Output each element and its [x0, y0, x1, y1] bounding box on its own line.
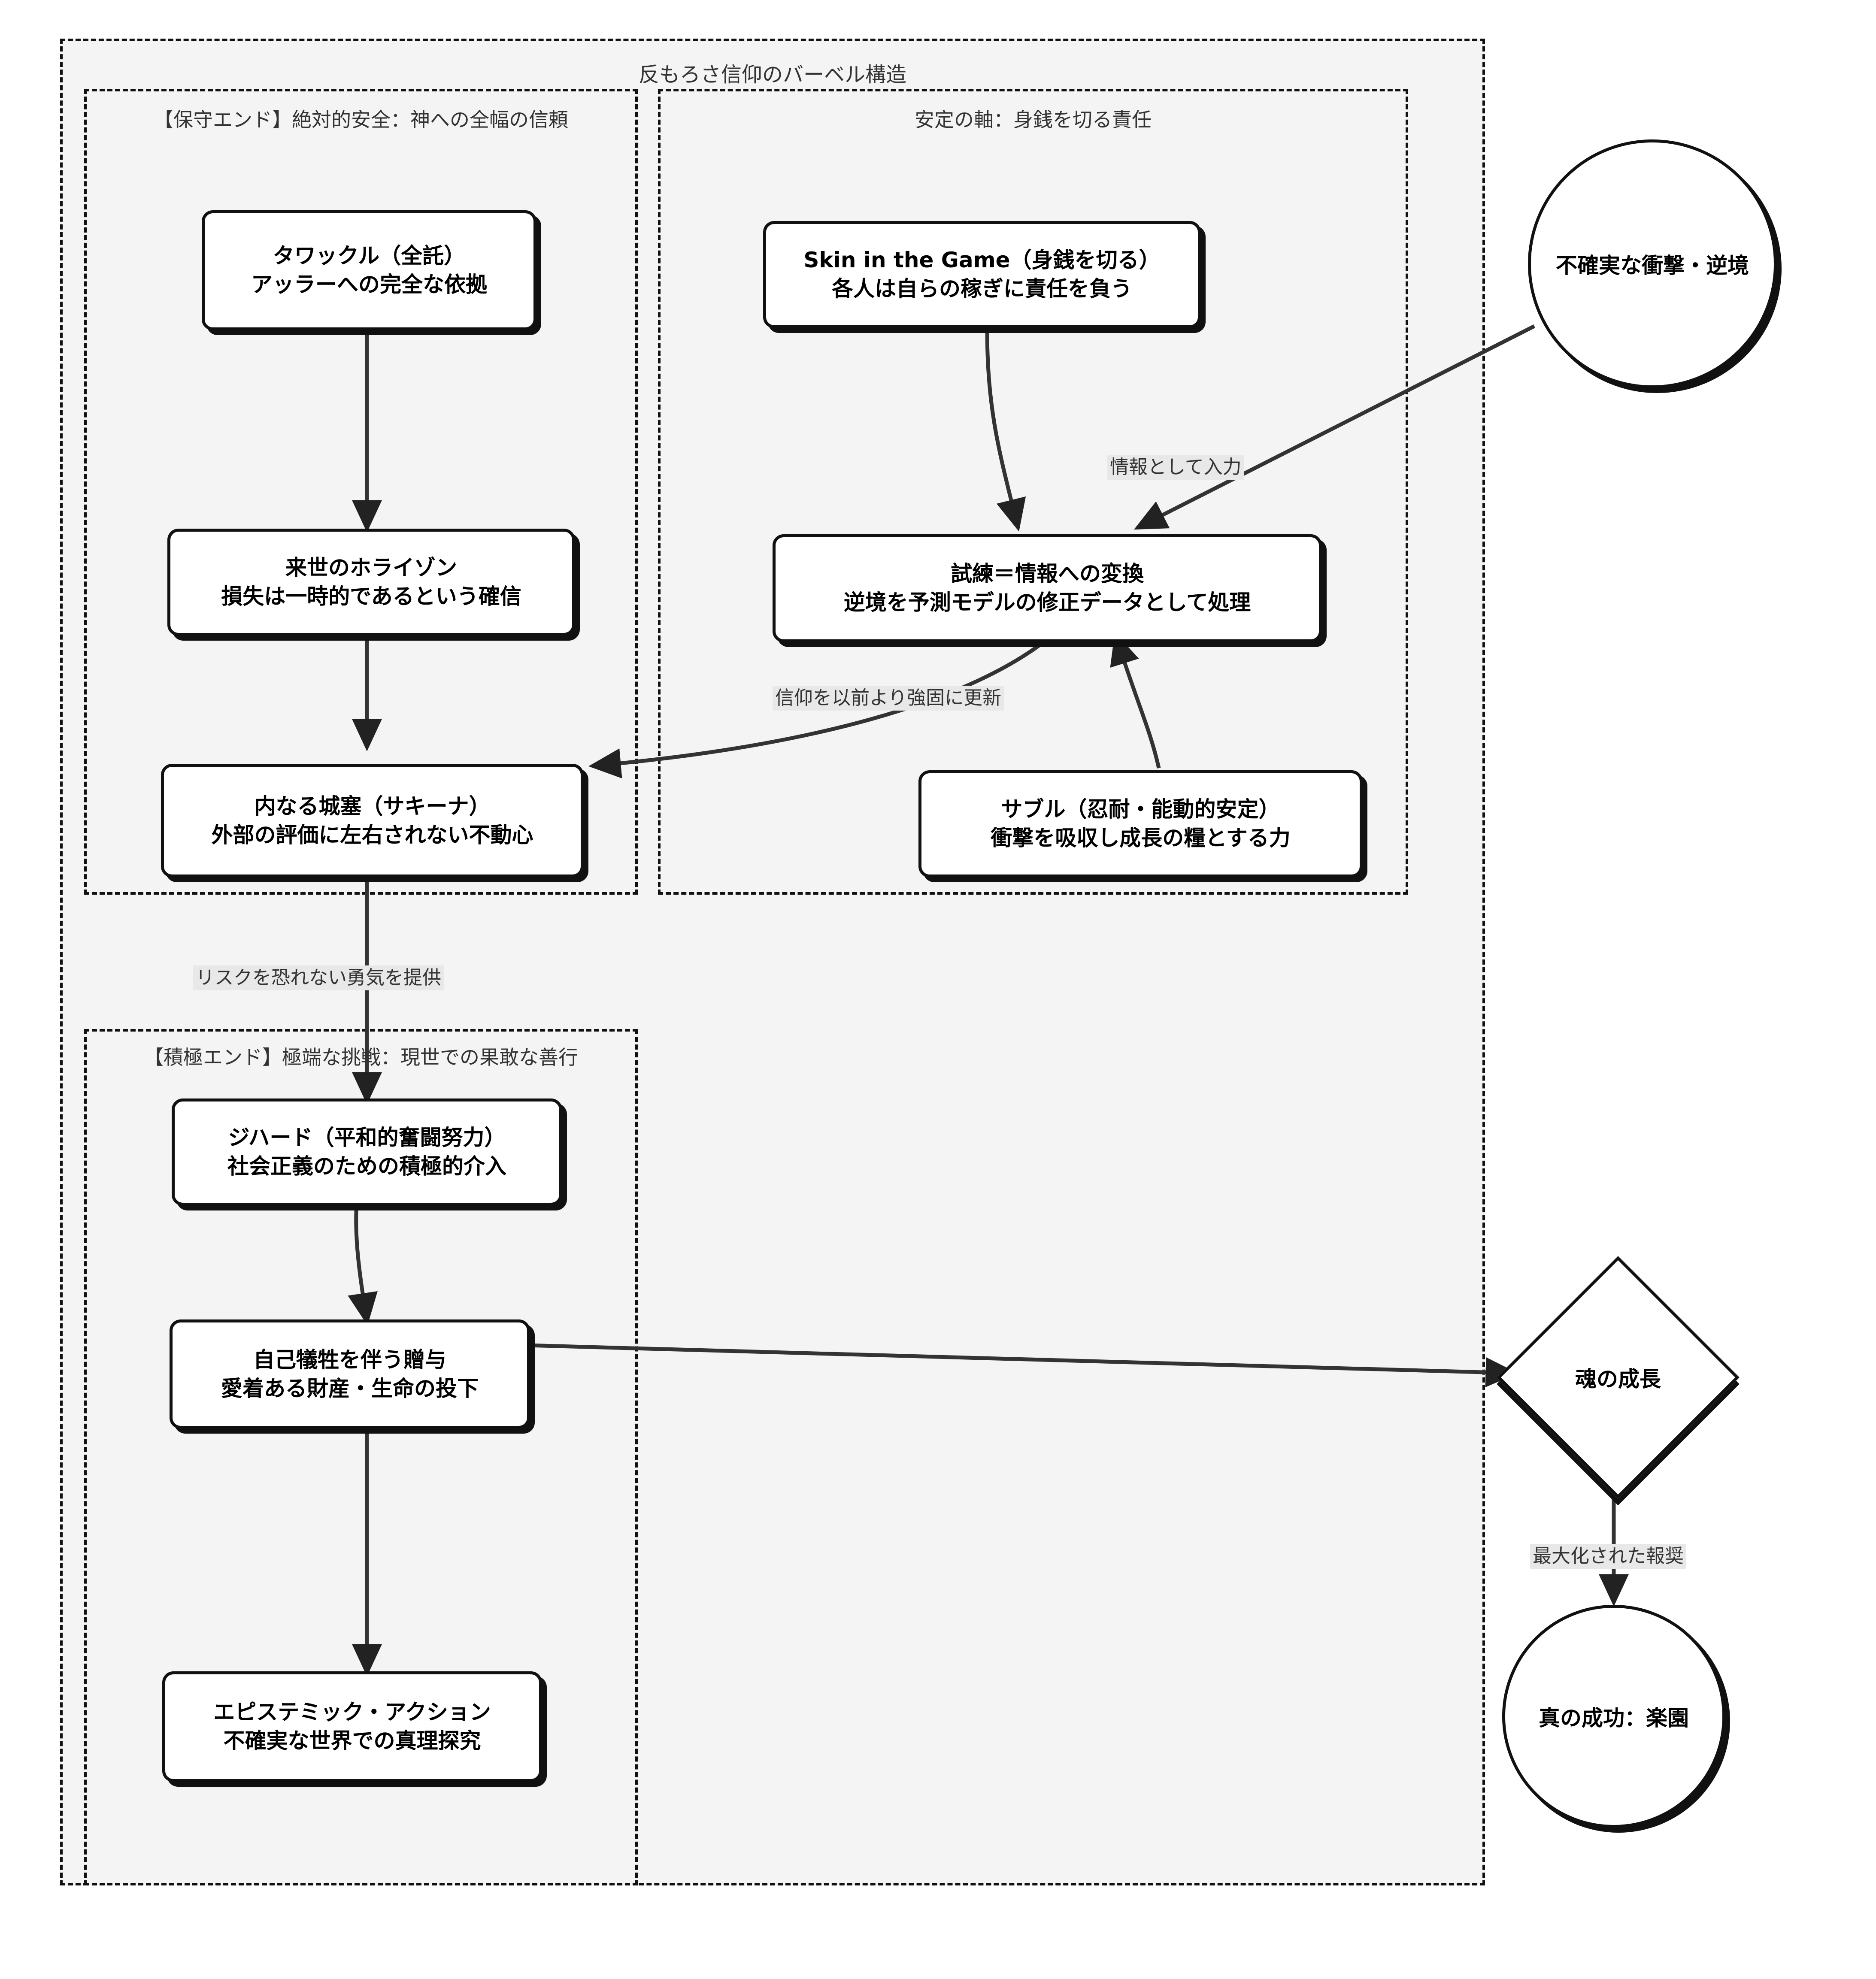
node-jihad-peaceful-striving[interactable]: ジハード（平和的奮闘努力） 社会正義のための積極的介入	[172, 1098, 562, 1206]
node-sabr-subtitle: 衝撃を吸収し成長の糧とする力	[991, 826, 1291, 850]
node-true-success-paradise[interactable]: 真の成功：楽園	[1502, 1605, 1725, 1828]
node-inner-citadel-sakina[interactable]: 内なる城塞（サキーナ） 外部の評価に左右されない不動心	[161, 764, 584, 878]
cluster-conservative-title: 【保守エンド】絶対的安全：神への全幅の信頼	[154, 108, 568, 131]
cluster-aggressive-title: 【積極エンド】極端な挑戦：現世での果敢な善行	[144, 1046, 578, 1069]
node-epistemic-action-title: エピステミック・アクション	[213, 1700, 491, 1725]
edge-label-courage-for-risk: リスクを恐れない勇気を提供	[193, 965, 444, 990]
node-true-success-label: 真の成功：楽園	[1539, 1706, 1689, 1731]
node-skin-in-the-game[interactable]: Skin in the Game（身銭を切る） 各人は自らの稼ぎに責任を負う	[763, 221, 1201, 328]
node-trial-title: 試練＝情報への変換	[951, 561, 1144, 586]
node-uncertain-shock-adversity[interactable]: 不確実な衝撃・逆境	[1528, 139, 1777, 388]
node-tawakkul[interactable]: タワックル（全託） アッラーへの完全な依拠	[202, 210, 536, 330]
node-self-sacrificial-gift-subtitle: 愛着ある財産・生命の投下	[221, 1376, 479, 1401]
node-afterlife-horizon-subtitle: 損失は一時的であるという確信	[221, 584, 521, 609]
edge-label-faith-update: 信仰を以前より強固に更新	[773, 686, 1004, 711]
node-jihad-title: ジハード（平和的奮闘努力）	[228, 1125, 506, 1150]
cluster-stability-title: 安定の軸：身銭を切る責任	[915, 108, 1152, 131]
node-skin-in-the-game-subtitle: 各人は自らの稼ぎに責任を負う	[832, 276, 1132, 301]
node-inner-citadel-subtitle: 外部の評価に左右されない不動心	[211, 822, 533, 847]
edge-label-information-input: 情報として入力	[1107, 455, 1244, 480]
node-self-sacrificial-gift-title: 自己犠牲を伴う贈与	[253, 1347, 446, 1372]
node-trial-to-information[interactable]: 試練＝情報への変換 逆境を予測モデルの修正データとして処理	[773, 534, 1322, 642]
edge-label-maximized-reward: 最大化された報奨	[1530, 1544, 1686, 1569]
node-sabr-title: サブル（忍耐・能動的安定）	[1001, 797, 1280, 822]
node-epistemic-action[interactable]: エピステミック・アクション 不確実な世界での真理探究	[162, 1671, 542, 1782]
node-tawakkul-title: タワックル（全託）	[273, 243, 466, 268]
node-afterlife-horizon-title: 来世のホライゾン	[285, 555, 457, 580]
node-sabr-patience[interactable]: サブル（忍耐・能動的安定） 衝撃を吸収し成長の糧とする力	[918, 770, 1363, 878]
node-trial-subtitle: 逆境を予測モデルの修正データとして処理	[843, 590, 1251, 615]
node-soul-growth[interactable]: 魂の成長	[1497, 1256, 1740, 1499]
node-tawakkul-subtitle: アッラーへの完全な依拠	[251, 272, 487, 297]
node-self-sacrificial-gift[interactable]: 自己犠牲を伴う贈与 愛着ある財産・生命の投下	[170, 1319, 530, 1429]
node-inner-citadel-title: 内なる城塞（サキーナ）	[254, 793, 491, 819]
node-uncertain-shock-label: 不確実な衝撃・逆境	[1556, 253, 1749, 278]
node-soul-growth-label: 魂の成長	[1575, 1367, 1661, 1392]
node-skin-in-the-game-title: Skin in the Game（身銭を切る）	[803, 248, 1161, 272]
cluster-outer-title: 反もろさ信仰のバーベル構造	[638, 63, 906, 87]
node-jihad-subtitle: 社会正義のための積極的介入	[227, 1154, 506, 1179]
node-afterlife-horizon[interactable]: 来世のホライゾン 損失は一時的であるという確信	[167, 529, 575, 636]
node-epistemic-action-subtitle: 不確実な世界での真理探究	[223, 1728, 481, 1753]
